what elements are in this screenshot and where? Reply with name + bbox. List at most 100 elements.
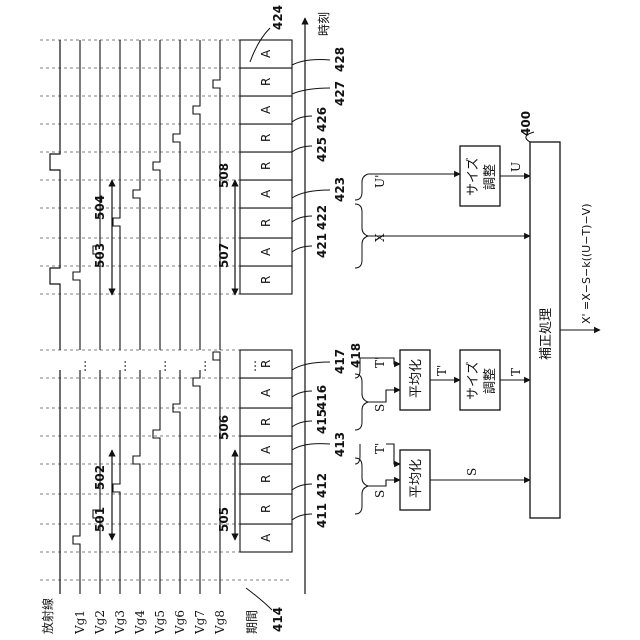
ref-507: 507: [217, 243, 231, 268]
flow-Tp-to-avg1-extra: [386, 444, 400, 464]
size-adjust-text-2a: サイズ: [465, 157, 481, 196]
ref-417: 417: [333, 349, 347, 374]
ref-504: 504: [93, 195, 107, 220]
ref-422: 422: [315, 205, 329, 230]
leader-422: [292, 216, 312, 222]
leader-413: [292, 444, 330, 450]
ref-428: 428: [333, 47, 347, 72]
gate-label-vg8: Vg8: [213, 610, 227, 635]
flow-label-S: S: [465, 468, 479, 476]
leader-417: [292, 362, 330, 370]
gate-label-vg5: Vg5: [153, 610, 167, 635]
gate-waveform-vg1: [73, 40, 80, 594]
ref-505: 505: [217, 507, 231, 532]
size-adjust-text-1a: サイズ: [465, 361, 481, 400]
gate-waveforms: [50, 40, 220, 594]
ref-421: 421: [315, 233, 329, 258]
processing-blocks: [400, 142, 560, 518]
ref-418: 418: [349, 343, 363, 368]
leader-411: [292, 514, 312, 520]
period-cell-label: R: [259, 134, 273, 142]
ref-425: 425: [315, 137, 329, 162]
ref-508: 508: [217, 163, 231, 188]
leader-416: [292, 391, 312, 397]
ref-501: 501: [93, 507, 107, 532]
period-cell-label: A: [259, 189, 273, 198]
size-adjust-text-1b: 調整: [483, 368, 498, 394]
gate-label-vg4: Vg4: [133, 610, 147, 635]
flow-S-to-avg2: [368, 390, 400, 402]
ellipsis-1: …: [75, 360, 89, 372]
gate-waveform-vg5: [153, 40, 160, 594]
ref-400: 400: [519, 111, 533, 136]
ref-506: 506: [217, 415, 231, 440]
signal-X: X: [373, 233, 387, 242]
averaging-text-2: 平均化: [409, 359, 424, 398]
leader-414: [246, 588, 272, 610]
flow-label-U: U: [509, 162, 523, 172]
ref-412: 412: [315, 473, 329, 498]
radiation-label: 放射線: [40, 598, 55, 634]
gate-label-vg3: Vg3: [113, 610, 127, 635]
flow-label-Tp: T': [435, 365, 449, 376]
signal-Up: U': [373, 175, 387, 188]
leader-421: [292, 246, 312, 252]
period-cell-label: R: [259, 219, 273, 227]
gate-label-vg2: Vg2: [93, 610, 107, 635]
ref-423: 423: [333, 177, 347, 202]
signal-S-second: S: [373, 404, 387, 412]
ellipsis-4: …: [195, 360, 209, 372]
brace-Up: [355, 174, 368, 200]
radiation-waveform: [50, 40, 60, 594]
averaging-text-1: 平均化: [409, 459, 424, 498]
gate-waveform-vg7: [193, 40, 200, 594]
ref-415: 415: [315, 409, 329, 434]
brace-X: [355, 204, 368, 268]
ref-503: 503: [93, 243, 107, 268]
flow-S-to-avg1: [368, 480, 400, 486]
correction-text: 補正処理: [539, 308, 554, 360]
period-cell-label: R: [259, 418, 273, 426]
ref-416: 416: [315, 385, 329, 410]
ref-424: 424: [271, 5, 285, 30]
period-cell-label: A: [259, 533, 273, 542]
gate-label-vg1: Vg1: [73, 610, 87, 635]
ellipsis-3: …: [155, 360, 169, 372]
period-cell-label: R: [259, 162, 273, 170]
ref-413: 413: [333, 432, 347, 457]
period-cell-label: R: [259, 360, 273, 368]
gate-label-vg6: Vg6: [173, 610, 187, 635]
period-cell-label: R: [259, 475, 273, 483]
leader-412: [292, 484, 312, 490]
signal-Tp-first: T': [373, 443, 387, 454]
ref-502: 502: [93, 465, 107, 490]
leader-427: [292, 88, 330, 94]
brace-Tp-first: [355, 444, 360, 464]
ref-426: 426: [315, 107, 329, 132]
gate-waveform-vg6: [173, 40, 180, 594]
period-cell-label: R: [259, 505, 273, 513]
ref-427: 427: [333, 81, 347, 106]
period-cell-label: A: [259, 49, 273, 58]
gate-label-vg7: Vg7: [193, 610, 207, 635]
leader-415: [292, 421, 312, 427]
brace-S-first: [355, 458, 368, 514]
gate-waveform-vg4: [133, 40, 140, 594]
period-cell-label: A: [259, 247, 273, 256]
period-cell-label: A: [259, 105, 273, 114]
ellipsis-5: …: [245, 360, 259, 372]
time-axis-label: 時刻: [317, 12, 331, 36]
signal-S-first: S: [373, 490, 387, 498]
correction-formula: X' =X−S−k((U−T)−V): [580, 204, 593, 325]
period-cell-label: R: [259, 78, 273, 86]
period-label: 期間: [245, 610, 259, 634]
leader-423: [292, 190, 330, 198]
period-cell-label: A: [259, 445, 273, 454]
flow-label-T: T: [509, 368, 523, 376]
signal-flows: [360, 174, 600, 486]
leader-428: [292, 60, 330, 65]
brace-S-second: [355, 374, 368, 430]
